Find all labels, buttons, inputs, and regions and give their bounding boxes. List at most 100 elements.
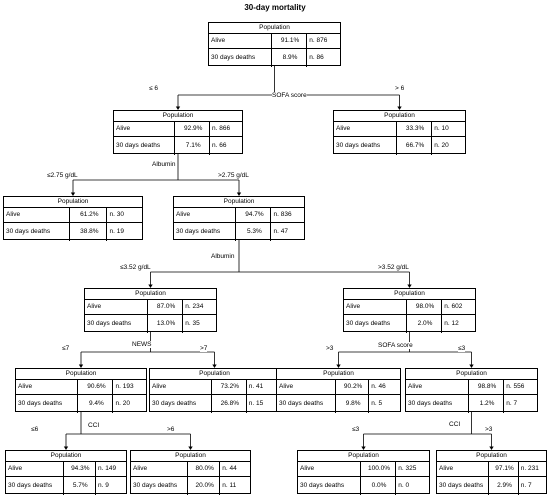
death-n: n. 86 — [309, 54, 324, 62]
death-n: n. 66 — [211, 142, 227, 150]
deaths-label: 30 days deaths — [334, 137, 397, 155]
split-left-label: ≤ 6 — [149, 85, 158, 92]
alive-pct: 73.2% — [212, 380, 247, 394]
node-header: Population — [174, 197, 304, 208]
death-n: n. 15 — [248, 400, 264, 408]
death-pct: 66.7% — [397, 137, 433, 155]
alive-pct: 98.0% — [407, 300, 443, 314]
split-right-label: >3.52 g/dL — [378, 264, 409, 271]
death-pct: 9.4% — [78, 395, 114, 413]
node-header: Population — [209, 23, 340, 34]
alive-n: n. 602 — [444, 303, 463, 311]
node-header: Population — [4, 197, 142, 208]
alive-n: n. 325 — [398, 465, 417, 473]
death-n: n. 7 — [520, 482, 532, 490]
alive-label: Alive — [298, 462, 361, 476]
alive-pct: 80.0% — [188, 462, 221, 476]
alive-label: Alive — [4, 208, 71, 222]
alive-pct: 87.0% — [148, 300, 184, 314]
deaths-label: 30 days deaths — [114, 137, 176, 155]
alive-n: n. 234 — [185, 303, 204, 311]
death-pct: 8.9% — [272, 49, 308, 67]
alive-label: Alive — [85, 300, 148, 314]
split-left-label: ≤7 — [62, 345, 70, 352]
alive-n: n. 556 — [506, 383, 525, 391]
split-left-label: >3 — [326, 345, 334, 352]
node-header: Population — [406, 369, 537, 380]
deaths-label: 30 days deaths — [209, 49, 272, 67]
deaths-label: 30 days deaths — [131, 477, 189, 495]
deaths-label: 30 days deaths — [174, 223, 237, 241]
alive-label: Alive — [334, 122, 397, 136]
alive-n: n. 46 — [371, 383, 386, 391]
split-1 — [70, 154, 242, 196]
node-header: Population — [344, 289, 475, 300]
split-right-label: >7 — [200, 345, 208, 352]
split-5 — [63, 412, 193, 450]
node-header: Population — [150, 369, 279, 380]
node-header: Population — [16, 369, 146, 380]
split-right-label: >2.75 g/dL — [218, 172, 249, 179]
split-2 — [148, 240, 412, 288]
split-left-label: ≤2.75 g/dL — [47, 172, 78, 179]
death-pct: 20.0% — [188, 477, 221, 495]
alive-pct: 90.6% — [78, 380, 114, 394]
split-left-label: ≤6 — [31, 426, 39, 433]
node-header: Population — [85, 289, 216, 300]
deaths-label: 30 days deaths — [437, 477, 490, 495]
deaths-label: 30 days deaths — [298, 477, 361, 495]
death-pct: 0.0% — [361, 477, 397, 495]
death-n: n. 19 — [109, 228, 124, 236]
alive-label: Alive — [6, 462, 64, 476]
death-n: n. 12 — [444, 320, 459, 328]
node-header: Population — [6, 451, 126, 462]
deaths-label: 30 days deaths — [150, 395, 212, 413]
deaths-label: 30 days deaths — [85, 315, 148, 333]
split-right-label: >6 — [167, 426, 175, 433]
death-n: n. 7 — [506, 400, 518, 408]
alive-label: Alive — [344, 300, 407, 314]
alive-label: Alive — [437, 462, 490, 476]
alive-n: n. 866 — [211, 125, 231, 133]
alive-n: n. 10 — [434, 125, 449, 133]
alive-pct: 94.7% — [236, 208, 272, 222]
death-n: n. 35 — [185, 320, 200, 328]
alive-pct: 91.1% — [272, 34, 308, 48]
death-n: n. 9 — [97, 482, 109, 490]
death-pct: 5.7% — [64, 477, 96, 495]
death-pct: 5.3% — [236, 223, 272, 241]
alive-pct: 97.1% — [489, 462, 519, 476]
deaths-label: 30 days deaths — [406, 395, 469, 413]
death-n: n. 20 — [115, 400, 130, 408]
alive-pct: 61.2% — [70, 208, 108, 222]
diagram-title: 30-day mortality — [244, 3, 306, 12]
alive-label: Alive — [150, 380, 212, 394]
death-pct: 13.0% — [148, 315, 184, 333]
death-pct: 7.1% — [175, 137, 210, 155]
